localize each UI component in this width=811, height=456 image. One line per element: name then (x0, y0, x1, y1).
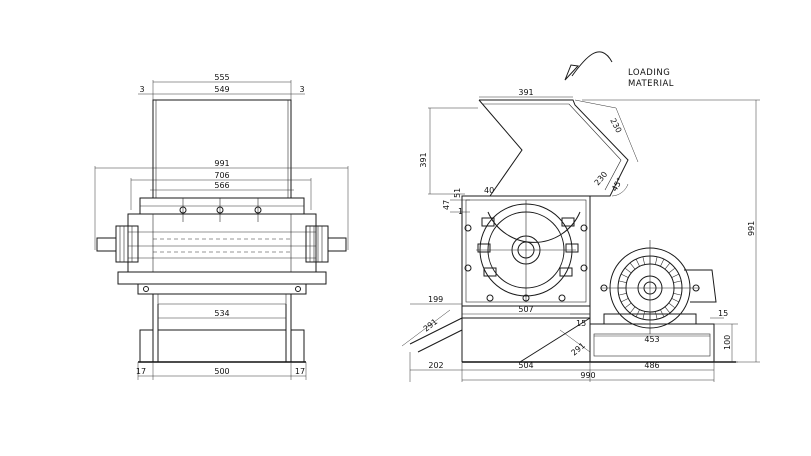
dim-motor-len: 486 (644, 361, 659, 370)
motor-fin (618, 293, 627, 296)
dim-motor-gap: 15 (718, 309, 728, 318)
note-loading: LOADING (628, 68, 670, 78)
motor-fin (673, 280, 682, 283)
dim-angle: 45° (610, 176, 625, 193)
dim-left-ext: 202 (428, 361, 443, 370)
dim-hopper-height: 391 (419, 152, 428, 167)
dim-motor-base-h: 100 (723, 335, 732, 350)
dim-body-base: 504 (518, 361, 533, 370)
dim-foot-left: 17 (136, 367, 146, 376)
dim-small-b: 40 (484, 186, 494, 195)
dim-overall-len: 990 (580, 371, 595, 380)
arrow-head-icon (564, 64, 580, 81)
motor-fin (635, 259, 640, 267)
dim-body-width: 507 (518, 305, 533, 314)
motor-fin (642, 311, 645, 320)
motor-fin (671, 273, 679, 278)
motor-fin (660, 259, 665, 267)
motor-fin (624, 302, 632, 309)
dim-chute-len2: 291 (570, 341, 587, 358)
dim-hopper-slope: 230 (608, 117, 623, 135)
dim-small-d: 1 (458, 207, 463, 216)
dim-base-inner: 534 (214, 309, 229, 318)
motor-fin (673, 293, 682, 296)
dim-base-bottom: 500 (214, 367, 229, 376)
dim-motor-base: 453 (644, 335, 659, 344)
dim-inner-top: 549 (214, 85, 229, 94)
motor-fin (664, 306, 671, 314)
motor-fin (629, 306, 636, 314)
motor-fin (668, 267, 676, 274)
dim-small-c: 47 (442, 200, 451, 210)
motor-fin (629, 262, 636, 270)
dim-side-left: 3 (139, 85, 144, 94)
motor-fin (668, 302, 676, 309)
dim-overall-height: 991 (747, 221, 756, 236)
dim-overall-top: 555 (214, 73, 229, 82)
side-view: LOADING MATERIAL 391 391 230 230 45° 40 … (401, 51, 760, 382)
motor-fin (618, 280, 627, 283)
dim-chute-offset: 199 (428, 295, 443, 304)
dim-rotor-width: 706 (214, 171, 229, 180)
dim-hopper-top: 391 (518, 88, 533, 97)
motor-fin (621, 273, 629, 278)
dim-foot-right: 17 (295, 367, 305, 376)
dim-small-a: 51 (453, 188, 462, 198)
motor-fin (635, 309, 640, 317)
dim-hopper-slope2: 230 (593, 170, 610, 187)
dim-flange-width: 991 (214, 159, 229, 168)
dim-blade-width: 566 (214, 181, 229, 190)
motor-fin (655, 311, 658, 320)
front-view: 555 549 3 3 991 706 566 (94, 73, 349, 380)
motor-fin (660, 309, 665, 317)
motor-fin (642, 256, 645, 265)
motor-fin (624, 267, 632, 274)
motor-fin (621, 298, 629, 303)
motor-fin (655, 256, 658, 265)
dim-side-right: 3 (299, 85, 304, 94)
motor-fin (671, 298, 679, 303)
note-material: MATERIAL (628, 79, 674, 89)
loading-arrow-icon (571, 51, 613, 77)
motor-fin (664, 262, 671, 270)
